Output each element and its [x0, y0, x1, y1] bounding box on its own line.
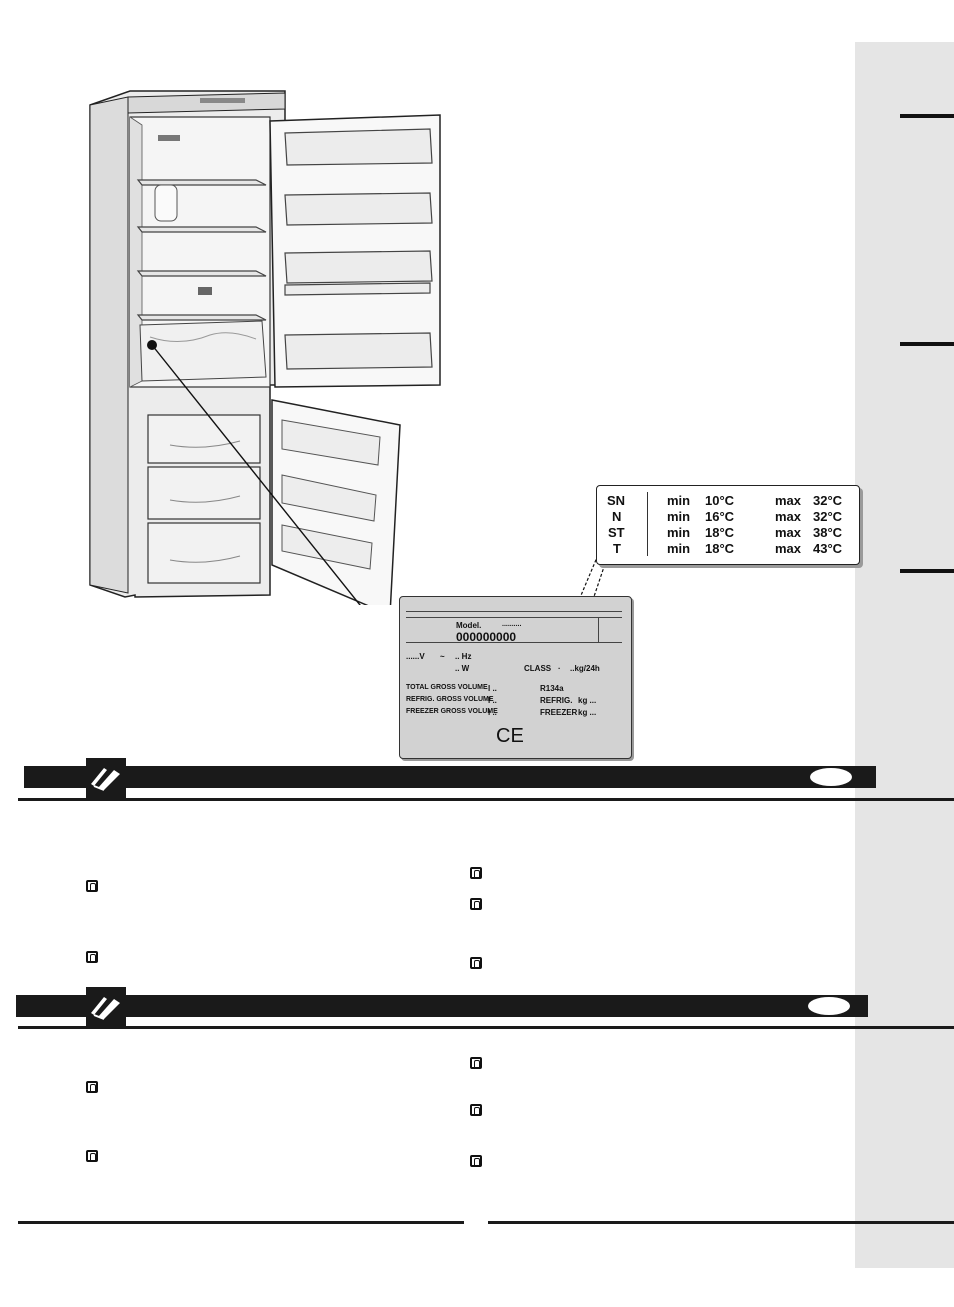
section-rule	[18, 1026, 954, 1029]
freezer-label: FREEZER	[540, 708, 578, 717]
model-label: Model.	[456, 621, 482, 630]
open-book-icon	[86, 987, 126, 1027]
max-label: max	[775, 525, 802, 540]
total-litres: l ..	[488, 684, 497, 693]
min-temp: 18°C	[705, 541, 735, 556]
table-divider	[647, 492, 648, 556]
tab-marker	[900, 114, 954, 118]
open-book-icon	[86, 758, 126, 798]
hand-bullet-icon	[86, 951, 98, 963]
table-row: N min 16°C max 32°C	[597, 509, 859, 525]
section-header-bar	[16, 995, 868, 1017]
refrig-litres: l ..	[488, 696, 497, 705]
tab-marker	[900, 342, 954, 346]
hand-bullet-icon	[86, 1150, 98, 1162]
ce-mark: CE	[496, 725, 524, 747]
max-label: max	[775, 509, 802, 524]
class-code: SN	[607, 493, 626, 508]
min-temp: 16°C	[705, 509, 735, 524]
class-dot: .	[558, 662, 561, 671]
plate-line	[406, 642, 622, 643]
max-temp: 38°C	[813, 525, 843, 540]
min-label: min	[667, 525, 691, 540]
min-label: min	[667, 493, 691, 508]
model-dots: ..........	[502, 621, 522, 628]
max-temp: 32°C	[813, 509, 843, 524]
max-temp: 32°C	[813, 493, 843, 508]
refrig-label: REFRIG.	[540, 696, 573, 705]
section-rule	[18, 798, 954, 801]
max-label: max	[775, 541, 802, 556]
hand-bullet-icon	[86, 880, 98, 892]
refrig-gross-volume: REFRIG. GROSS VOLUME	[406, 696, 494, 703]
freezer-kg: kg ...	[578, 708, 597, 717]
class-label: CLASS	[524, 664, 552, 673]
plate-line	[598, 617, 599, 642]
refrigerant: R134a	[540, 684, 564, 693]
freezer-litres: l ..	[488, 708, 497, 717]
class-code: T	[613, 541, 621, 556]
watts-value: .. W	[455, 664, 470, 673]
section-header-bar	[24, 766, 876, 788]
climate-class-table: SN min 10°C max 32°C N min 16°C max 32°C…	[596, 485, 860, 565]
tilde: ~	[440, 652, 445, 661]
min-label: min	[667, 509, 691, 524]
side-tab-strip	[855, 42, 954, 1268]
plate-line	[406, 617, 622, 618]
hand-bullet-icon	[470, 867, 482, 879]
rating-plate: Model. .......... 000000000 ......V ~ ..…	[399, 596, 632, 759]
section-oval	[808, 997, 850, 1015]
hand-bullet-icon	[470, 898, 482, 910]
total-gross-volume: TOTAL GROSS VOLUME	[406, 684, 488, 691]
footer-rule	[488, 1221, 954, 1224]
class-code: ST	[608, 525, 625, 540]
kg24h: ..kg/24h	[570, 664, 600, 673]
hand-bullet-icon	[470, 957, 482, 969]
table-row: T min 18°C max 43°C	[597, 541, 859, 557]
refrig-kg: kg ...	[578, 696, 597, 705]
table-row: ST min 18°C max 38°C	[597, 525, 859, 541]
class-code: N	[612, 509, 622, 524]
voltage: ......V	[406, 652, 425, 661]
min-temp: 18°C	[705, 525, 735, 540]
hand-bullet-icon	[470, 1057, 482, 1069]
table-row: SN min 10°C max 32°C	[597, 493, 859, 509]
hand-bullet-icon	[470, 1155, 482, 1167]
section-oval	[810, 768, 852, 786]
hand-bullet-icon	[86, 1081, 98, 1093]
max-temp: 43°C	[813, 541, 843, 556]
fridge-illustration	[89, 90, 441, 605]
footer-rule	[18, 1221, 464, 1224]
freezer-gross-volume: FREEZER GROSS VOLUME	[406, 708, 498, 715]
hand-bullet-icon	[470, 1104, 482, 1116]
model-number: 000000000	[456, 630, 517, 644]
min-temp: 10°C	[705, 493, 735, 508]
plate-line	[406, 611, 622, 612]
max-label: max	[775, 493, 802, 508]
tab-marker	[900, 569, 954, 573]
min-label: min	[667, 541, 691, 556]
hz-value: .. Hz	[455, 652, 472, 661]
